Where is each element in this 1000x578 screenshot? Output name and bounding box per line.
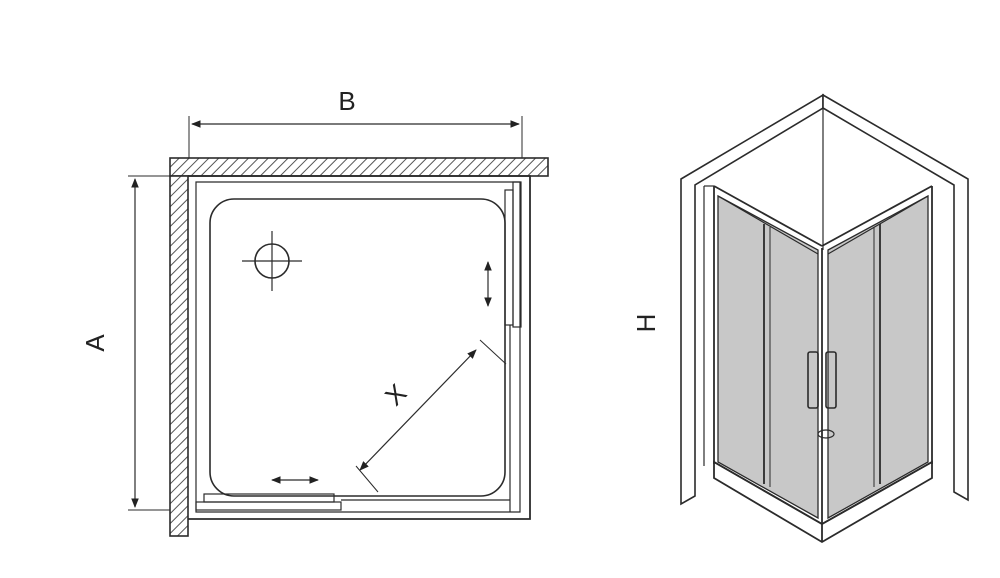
bottom-glass-panel	[195, 493, 510, 511]
label-x: X	[379, 378, 412, 411]
label-b: B	[338, 86, 355, 116]
dimension-a	[128, 175, 170, 511]
drain-icon	[242, 231, 302, 291]
label-a: A	[80, 334, 110, 352]
door-handles	[807, 351, 837, 409]
enclosure-frame	[703, 185, 933, 524]
tray-frame	[188, 175, 531, 520]
wall-left	[169, 175, 189, 537]
back-walls	[680, 93, 969, 506]
glass-panels	[717, 194, 929, 520]
wall-top	[169, 157, 549, 177]
right-glass-panel	[504, 181, 522, 512]
tray-basin	[209, 198, 506, 497]
label-h: H	[631, 314, 661, 333]
plan-view: B A	[80, 86, 549, 537]
shower-tray-base	[713, 460, 933, 544]
isometric-view: H	[631, 93, 969, 544]
dimension-b	[188, 116, 523, 158]
dimension-x	[355, 339, 507, 493]
tray-drain-icon	[817, 429, 835, 439]
